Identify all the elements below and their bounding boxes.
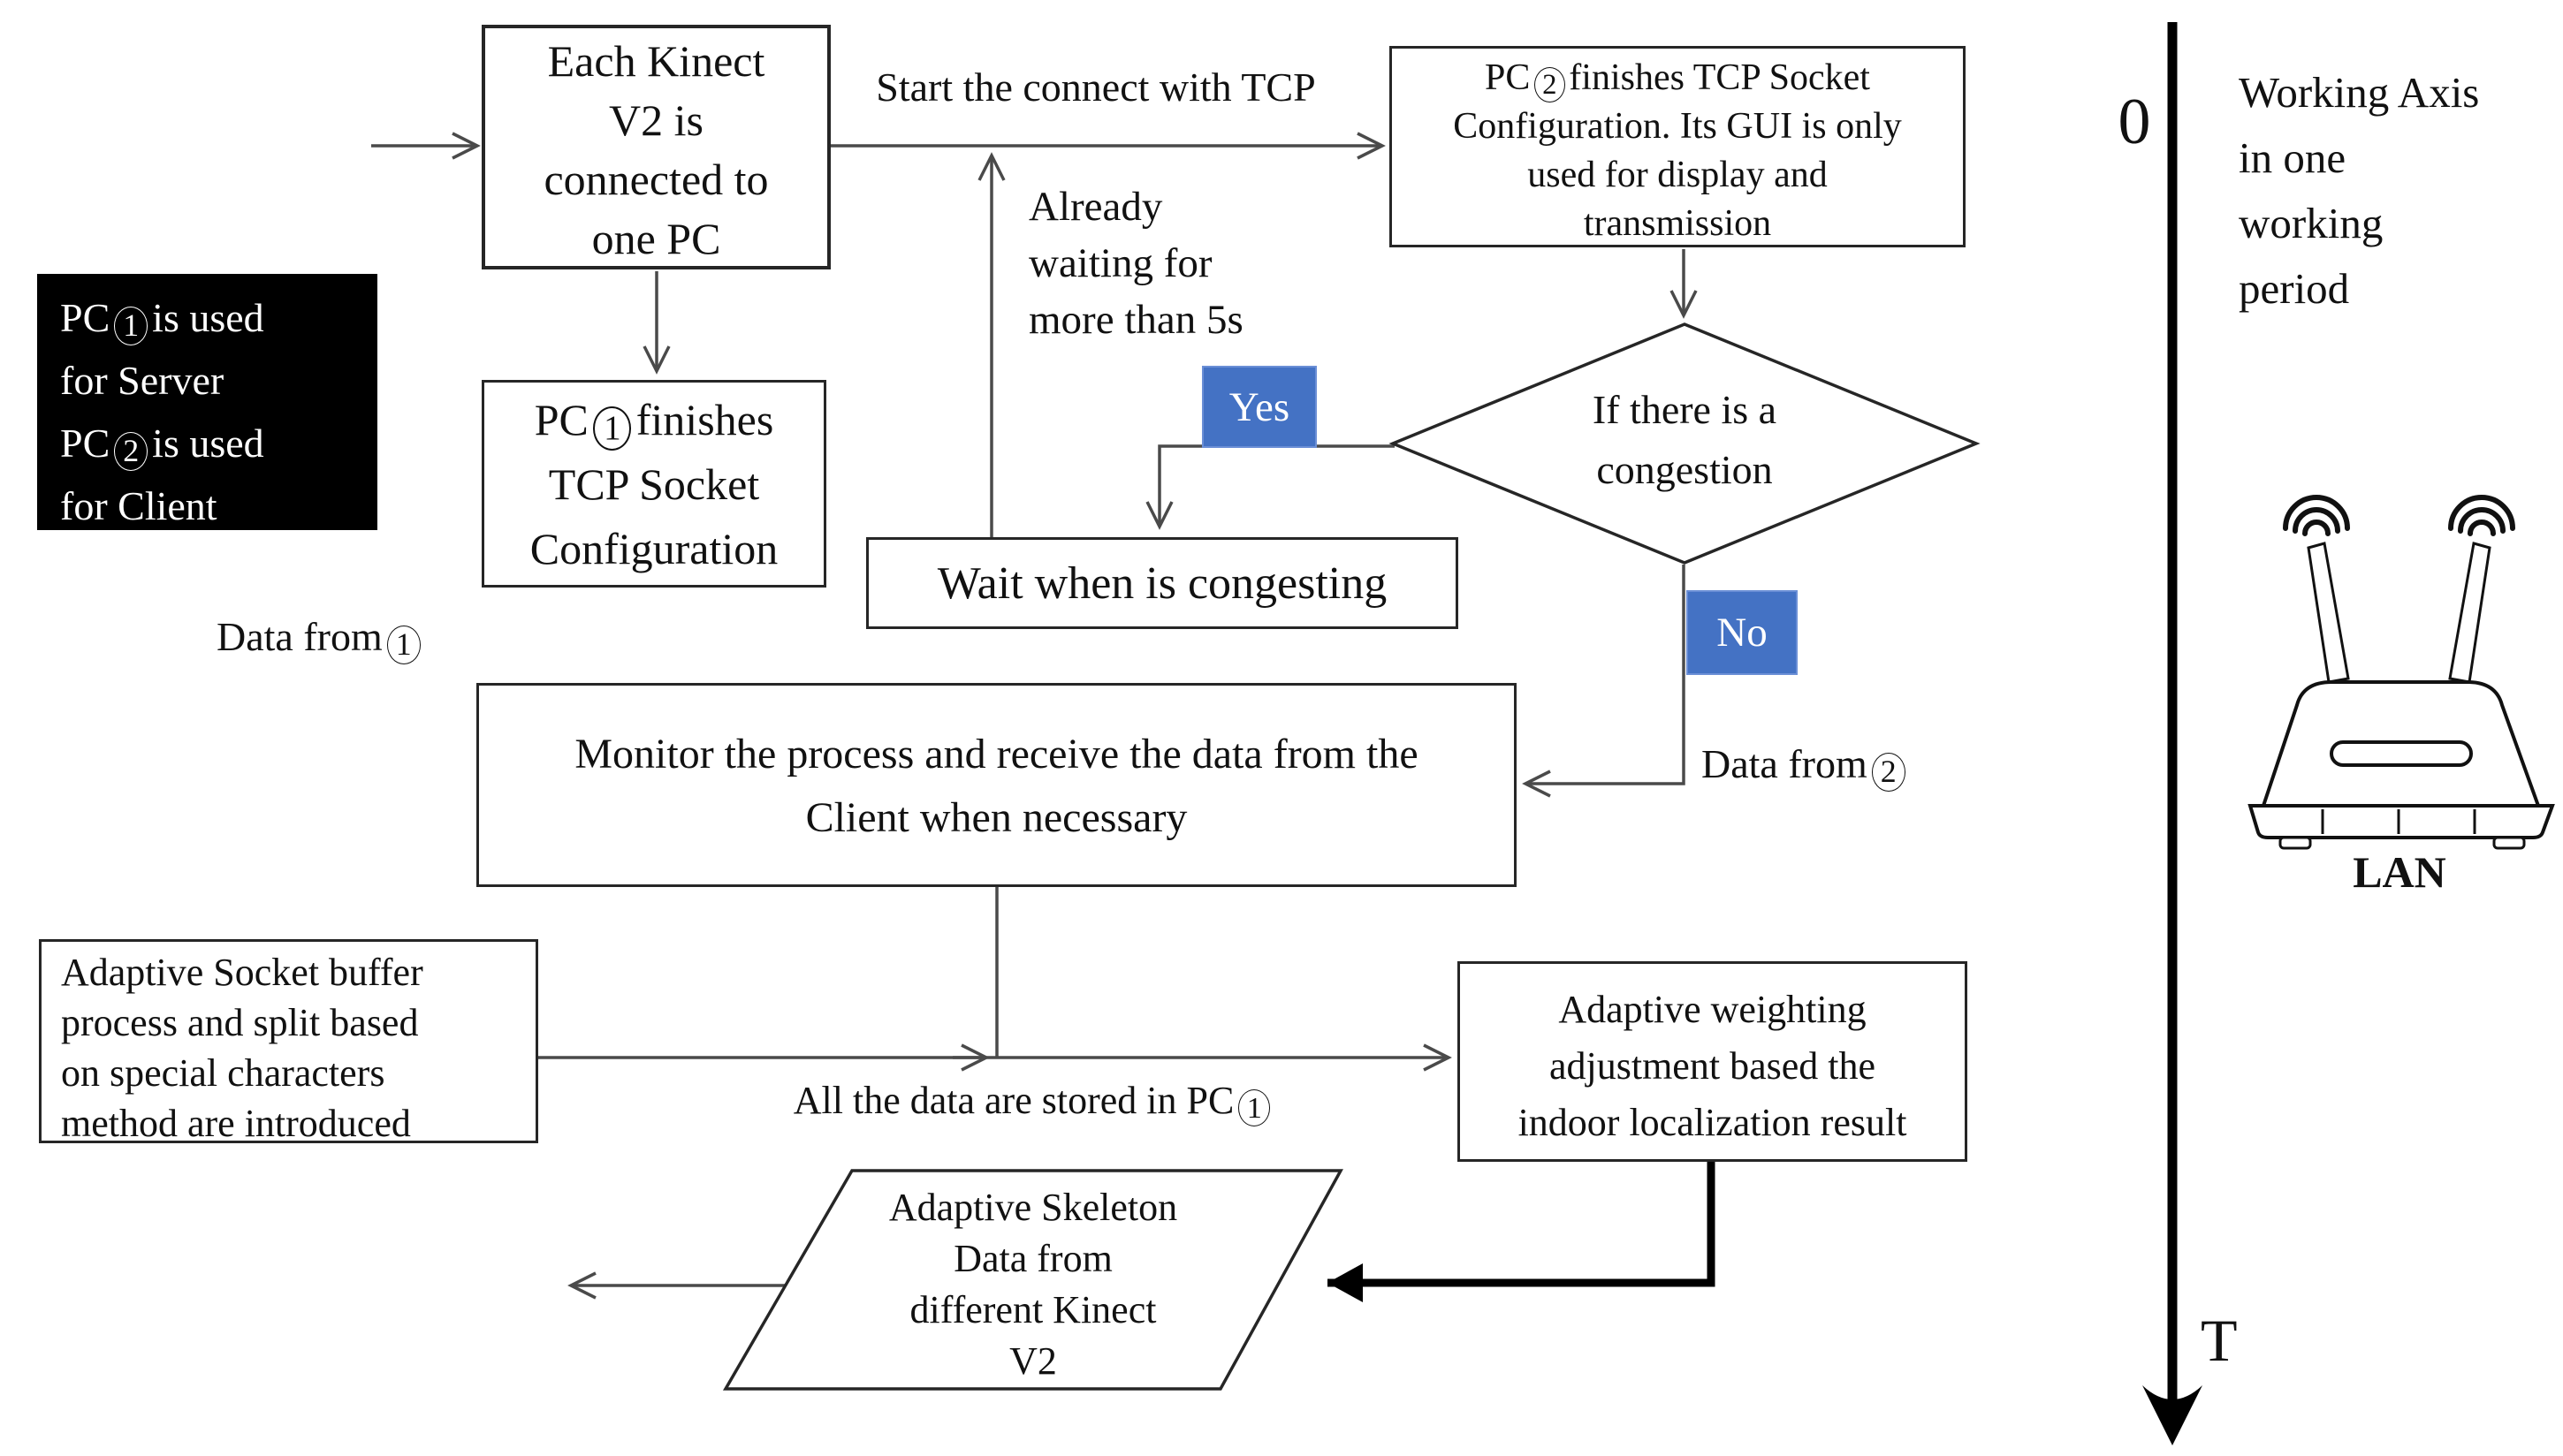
router-foot-left <box>2278 836 2312 850</box>
circled-1-icon: 1 <box>386 626 421 664</box>
axis-origin-label: 0 <box>2118 86 2151 158</box>
arrow-no-to-monitor <box>1522 565 1685 798</box>
router-icon <box>2247 495 2555 850</box>
decision-diamond-label: If there is a congestion <box>1592 387 1777 492</box>
node-monitor-process: Monitor the process and receive the data… <box>476 683 1517 887</box>
wifi-waves-left <box>2283 495 2350 536</box>
axis-arrowhead-down <box>2142 1385 2202 1445</box>
axis-end-label: T <box>2201 1307 2238 1374</box>
circled-1-icon: 1 <box>1238 1089 1271 1126</box>
node-each-kinect: Each Kinect V2 is connected to one PC <box>482 25 831 269</box>
node-wait-congesting: Wait when is congesting <box>866 537 1458 629</box>
circled-1-icon: 1 <box>593 406 632 451</box>
label-no-badge: No <box>1686 590 1798 675</box>
node-adaptive-weighting: Adaptive weighting adjustment based the … <box>1457 961 1967 1162</box>
axis-title: Working Axis in one working period <box>2239 68 2480 313</box>
router-antenna-left <box>2307 542 2350 684</box>
arrow-yes-to-wait <box>1145 444 1395 530</box>
working-axis <box>2142 22 2202 1445</box>
circled-1-icon: 1 <box>114 307 148 345</box>
circled-2-icon: 2 <box>1871 753 1905 792</box>
wifi-waves-right <box>2448 495 2515 536</box>
router-base <box>2247 804 2555 839</box>
label-already-waiting: Already waiting for more than 5s <box>1029 184 1243 343</box>
router-antenna-right <box>2448 542 2491 684</box>
lan-label: LAN <box>2353 847 2446 897</box>
label-start-connect-tcp: Start the connect with TCP <box>876 64 1316 110</box>
node-socket-buffer: Adaptive Socket buffer process and split… <box>39 939 538 1145</box>
skeleton-output-label: Adaptive Skeleton Data from different Ki… <box>888 1186 1178 1383</box>
circled-2-icon: 2 <box>114 432 148 471</box>
decision-diamond-shape <box>1388 322 1981 565</box>
router-foot-right <box>2492 836 2526 850</box>
router-base-dividers <box>2321 809 2476 834</box>
router-slot <box>2330 740 2473 767</box>
skeleton-parallelogram-shape <box>722 1169 1343 1391</box>
arrow-weighting-to-skeleton <box>1327 1162 1715 1302</box>
label-yes-badge: Yes <box>1202 366 1317 448</box>
circled-2-icon: 2 <box>1533 66 1565 102</box>
